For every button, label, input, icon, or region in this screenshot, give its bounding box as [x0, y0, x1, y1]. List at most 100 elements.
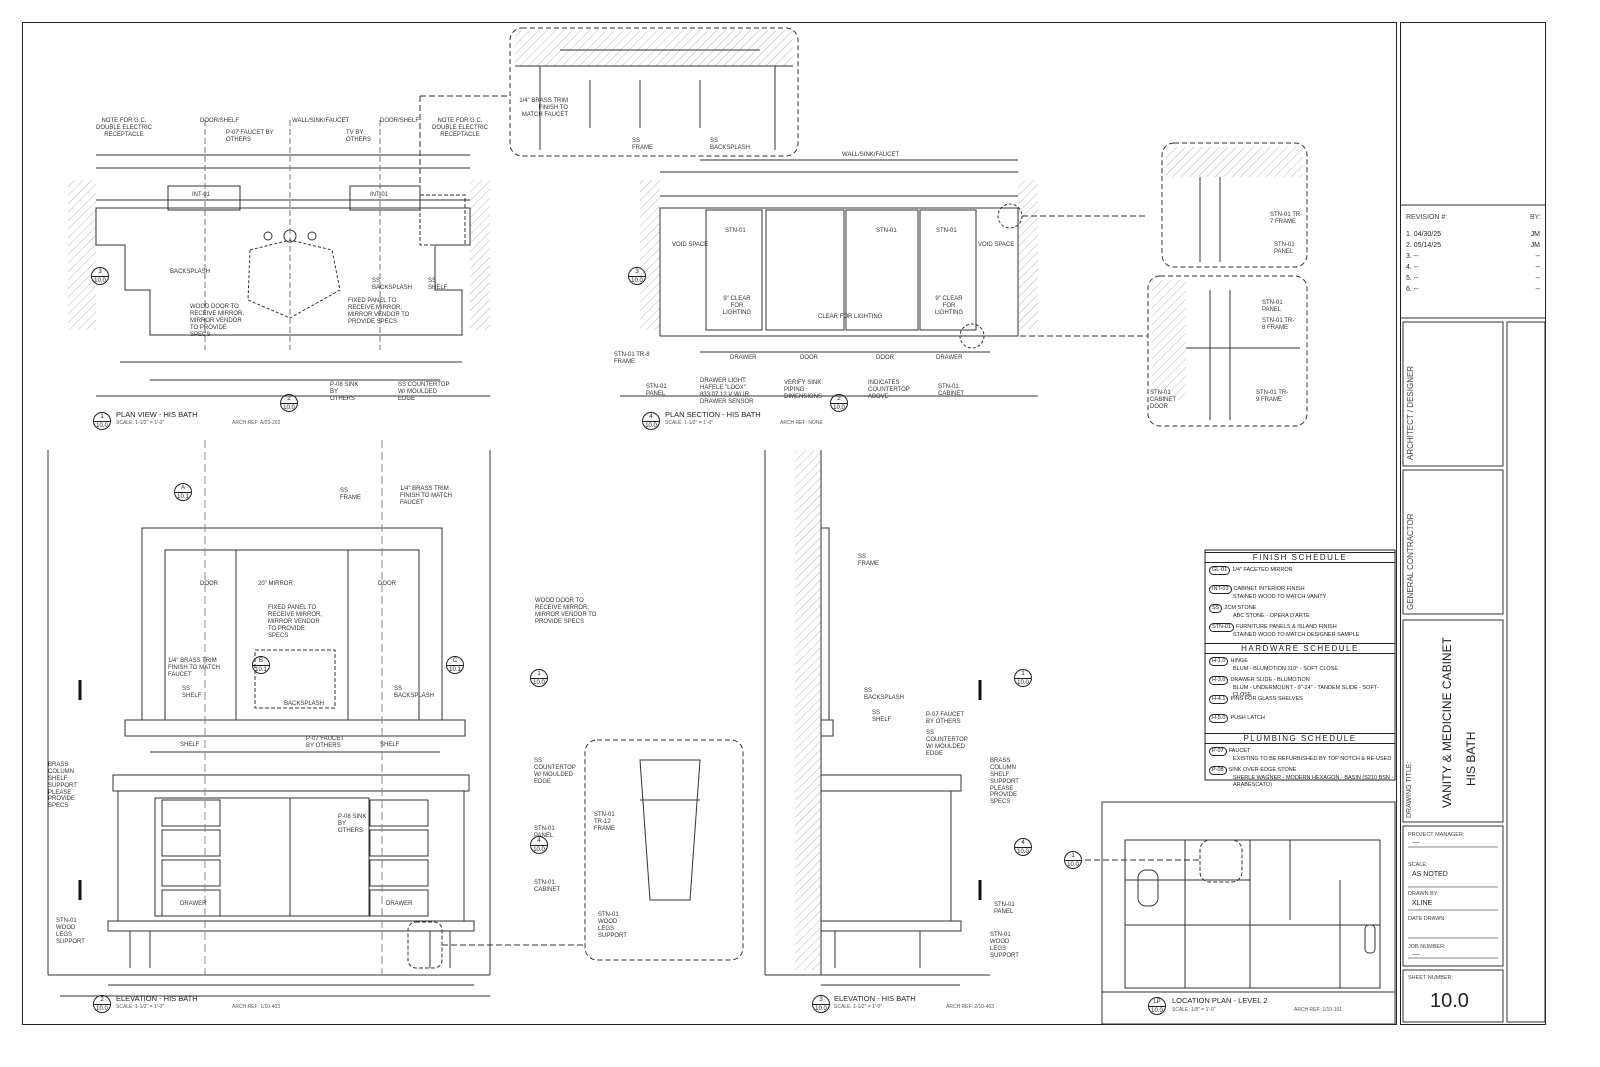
schedule-desc-detail: BLUM - UNDERMOUNT - 9"-24" - TANDEM SLID…: [1233, 685, 1379, 698]
schedule-code: INT-03: [1209, 585, 1232, 594]
schedule-desc: FAUCET: [1228, 748, 1251, 754]
revision-number: 1.: [1406, 231, 1414, 238]
schedule-desc-detail: EXISTING TO BE REFURBISHED BY TOP NOTCH …: [1233, 756, 1392, 762]
wood-door-note: WOOD DOOR TO RECEIVE MIRROR, MIRROR VEND…: [190, 304, 245, 338]
schedule-code: H-3.0: [1209, 676, 1229, 685]
schedule-desc: 2CM STONE: [1224, 605, 1257, 611]
drawing-title-main: VANITY & MEDICINE CABINET: [1440, 637, 1454, 808]
schedule-desc: 1/4" FACETED MIRROR: [1232, 567, 1293, 573]
e3-countertop: SS COUNTERTOP W/ MOULDED EDGE: [926, 730, 968, 757]
int01-right: INT-01: [370, 192, 389, 198]
architect-designer-label: ARCHITECT / DESIGNER: [1406, 365, 1415, 460]
fixed-panel-note: FIXED PANEL TO RECEIVE MIRROR, MIRROR VE…: [348, 298, 410, 325]
stn01-b: STN-01: [876, 228, 897, 234]
drawer-label-b: DRAWER: [936, 355, 963, 361]
sheet-number-label: SHEET NUMBER:: [1408, 975, 1454, 981]
elev-shelf-left: SHELF: [180, 742, 200, 748]
revision-number: 3.: [1406, 253, 1414, 260]
stn01-c: STN-01: [936, 228, 957, 234]
void-space-right: VOID SPACE: [978, 242, 1015, 248]
revision-number: 4.: [1406, 264, 1414, 271]
by-label: BY:: [1530, 214, 1541, 221]
schedule-desc: DRAWER SLIDE - BLUMOTION: [1230, 677, 1310, 683]
elev-brass-column: BRASS COLUMN SHELF SUPPORT PLEASE PROVID…: [48, 762, 77, 810]
note-gc-right: NOTE FOR G.C. DOUBLE ELECTRIC RECEPTACLE: [431, 118, 488, 138]
revision-number: 5.: [1406, 275, 1414, 282]
schedule-desc-detail: STAINED WOOD TO MATCH DESIGNER SAMPLE: [1233, 632, 1360, 638]
schedule-desc-detail: SHERLE WAGNER - MODERN HEXAGON - BASIN (…: [1233, 775, 1394, 788]
revision-row: 3. ----: [1406, 252, 1542, 262]
revision-row: 5. ----: [1406, 274, 1542, 284]
elev-wood-legs: STN-01 WOOD LEGS SUPPORT: [56, 918, 85, 945]
elev-door-left: DOOR: [200, 581, 218, 587]
detail-tr12-frame: STN-01 TR-12 FRAME: [594, 812, 615, 832]
location-plan-ref: ARCH REF: 1/10-101: [1294, 1007, 1343, 1013]
elev-drawer-left: DRAWER: [180, 901, 207, 907]
elev-backsplash: BACKSPLASH: [284, 701, 325, 707]
e3-faucet: P-07 FAUCET BY OTHERS: [926, 712, 964, 725]
revision-date: 05/14/25: [1413, 242, 1442, 249]
stn01-tr8-frame-b: STN-01 TR-8 FRAME: [1262, 318, 1295, 331]
door-label: DOOR: [800, 355, 818, 361]
stn01-a: STN-01: [725, 228, 746, 234]
revision-by: --: [1535, 275, 1540, 282]
job-number-label: JOB NUMBER:: [1408, 944, 1446, 950]
schedule-desc: SINK OVER-EDGE STONE: [1228, 767, 1297, 773]
stn01-panel-b: STN-01 PANEL: [1274, 242, 1295, 255]
stn01-panel-c: STN-01 PANEL: [1262, 300, 1283, 313]
schedule-desc: FURNITURE PANELS & ISLAND FINISH: [1235, 624, 1337, 630]
project-manager-value: ----: [1412, 840, 1420, 846]
revision-by: --: [1535, 286, 1540, 293]
project-manager-label: PROJECT MANAGER:: [1408, 832, 1465, 838]
int01-left: INT-01: [192, 192, 211, 198]
schedule-code: H-5.0: [1209, 714, 1229, 723]
revision-number: 2.: [1406, 242, 1414, 249]
date-drawn-label: DATE DRAWN:: [1408, 916, 1446, 922]
schedule-code: STN-01: [1209, 623, 1234, 632]
ss-backsplash-label: SS BACKSPLASH: [372, 278, 413, 291]
revision-date: --: [1413, 253, 1419, 260]
plan-view-ref: ARCH REF: A/20-202: [232, 420, 281, 426]
stn01-tr7-frame: STN-01 TR-7 FRAME: [1270, 212, 1303, 225]
scale-label: SCALE:: [1408, 862, 1428, 868]
e3-brass-column: BRASS COLUMN SHELF SUPPORT PLEASE PROVID…: [990, 758, 1019, 806]
ss-backsplash-detail: SS BACKSPLASH: [710, 138, 751, 151]
drawer-label: DRAWER: [730, 355, 757, 361]
finish-schedule-title: FINISH SCHEDULE: [1205, 552, 1395, 563]
stn01-panel: STN-01 PANEL: [646, 384, 667, 397]
brass-trim-detail: [419, 27, 799, 195]
plan-section-scale: SCALE: 1-1/2" = 1'-0": [665, 420, 714, 426]
schedule-desc-detail: ABC STONE - OPERA D'ARTE: [1233, 613, 1310, 619]
plan-section-ref: ARCH REF: NONE: [780, 420, 823, 426]
e3-ss-shelf: SS SHELF: [872, 710, 892, 723]
schedule-desc: HINGE: [1230, 658, 1248, 664]
revision-date: 04/30/25: [1413, 231, 1442, 238]
plan-section-title: PLAN SECTION - HIS BATH: [665, 410, 761, 419]
location-plan-drawing: [1085, 801, 1396, 1025]
finish-schedule: FINISH SCHEDULE: [1205, 552, 1395, 563]
drawing-title-sub: HIS BATH: [1464, 731, 1478, 786]
clear-lighting-mid: CLEAR FOR LIGHTING: [818, 314, 883, 320]
elevation-3-scale: SCALE: 1-1/2" = 1'-0": [834, 1004, 883, 1010]
plan-view-scale: SCALE: 1-1/2" = 1'-0": [116, 420, 165, 426]
elev-wood-door: WOOD DOOR TO RECEIVE MIRROR, MIRROR VEND…: [535, 598, 597, 625]
elev-ss-shelf: SS SHELF: [182, 686, 202, 699]
